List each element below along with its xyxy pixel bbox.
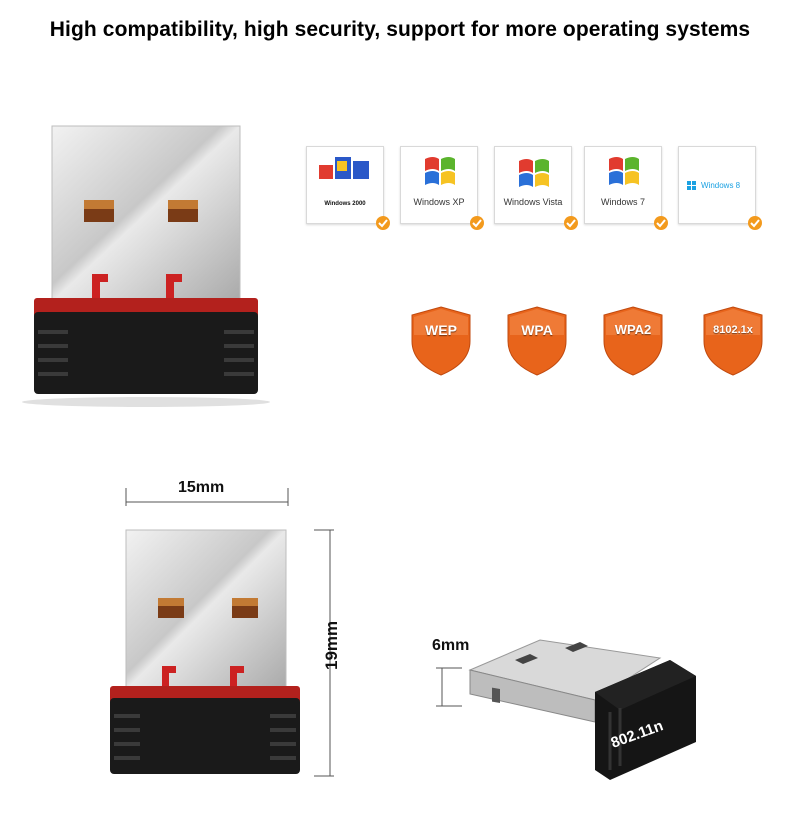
shield-8021x: 8102.1x: [702, 305, 764, 382]
checkmark-icon: [654, 216, 668, 230]
shield-icon: [703, 306, 763, 376]
usb-adapter-side-view: 802.11n: [460, 630, 710, 780]
height-dimension-line: [314, 529, 334, 777]
shield-icon: [507, 306, 567, 376]
windows-8-icon: [687, 181, 696, 190]
os-card-windows-8: Windows 8: [678, 146, 762, 230]
shield-label: WPA2: [614, 322, 652, 337]
os-label: Windows Vista: [503, 197, 563, 207]
os-label: Windows XP: [413, 197, 465, 207]
os-card-windows-vista: Windows Vista: [494, 146, 578, 230]
os-card-windows-xp: Windows XP: [400, 146, 484, 230]
shield-label: 8102.1x: [713, 324, 753, 336]
thickness-dimension-line: [436, 667, 462, 707]
os-label: Windows 8: [701, 181, 741, 190]
shield-wep: WEP: [410, 305, 472, 382]
checkmark-icon: [564, 216, 578, 230]
thickness-dimension-label: 6mm: [432, 637, 470, 654]
windows-2000-icon: [319, 157, 369, 179]
usb-adapter-side-image: [468, 639, 696, 780]
height-dimension-label: 19mm: [322, 620, 341, 670]
windows-vista-icon: [519, 159, 549, 187]
checkmark-icon: [748, 216, 762, 230]
shield-icon: [603, 306, 663, 376]
os-label: Windows 7: [600, 197, 645, 207]
os-card-windows-7: Windows 7: [584, 146, 668, 230]
windows-7-icon: [609, 157, 639, 185]
shield-wpa: WPA: [506, 305, 568, 382]
windows-xp-icon: [425, 157, 455, 185]
shield-icon: [411, 306, 471, 376]
os-card-windows-2000: Windows 2000: [306, 146, 390, 230]
checkmark-icon: [470, 216, 484, 230]
usb-adapter-front-image: [22, 125, 270, 407]
shield-label: WPA: [521, 322, 553, 338]
width-dimension-line: [125, 488, 289, 506]
os-label: Windows 2000: [324, 201, 366, 207]
usb-adapter-dimension-image: [110, 529, 300, 774]
shield-label: WEP: [425, 322, 457, 338]
width-dimension-label: 15mm: [178, 479, 225, 496]
checkmark-icon: [376, 216, 390, 230]
headline: High compatibility, high security, suppo…: [49, 18, 751, 41]
shield-wpa2: WPA2: [602, 305, 664, 382]
